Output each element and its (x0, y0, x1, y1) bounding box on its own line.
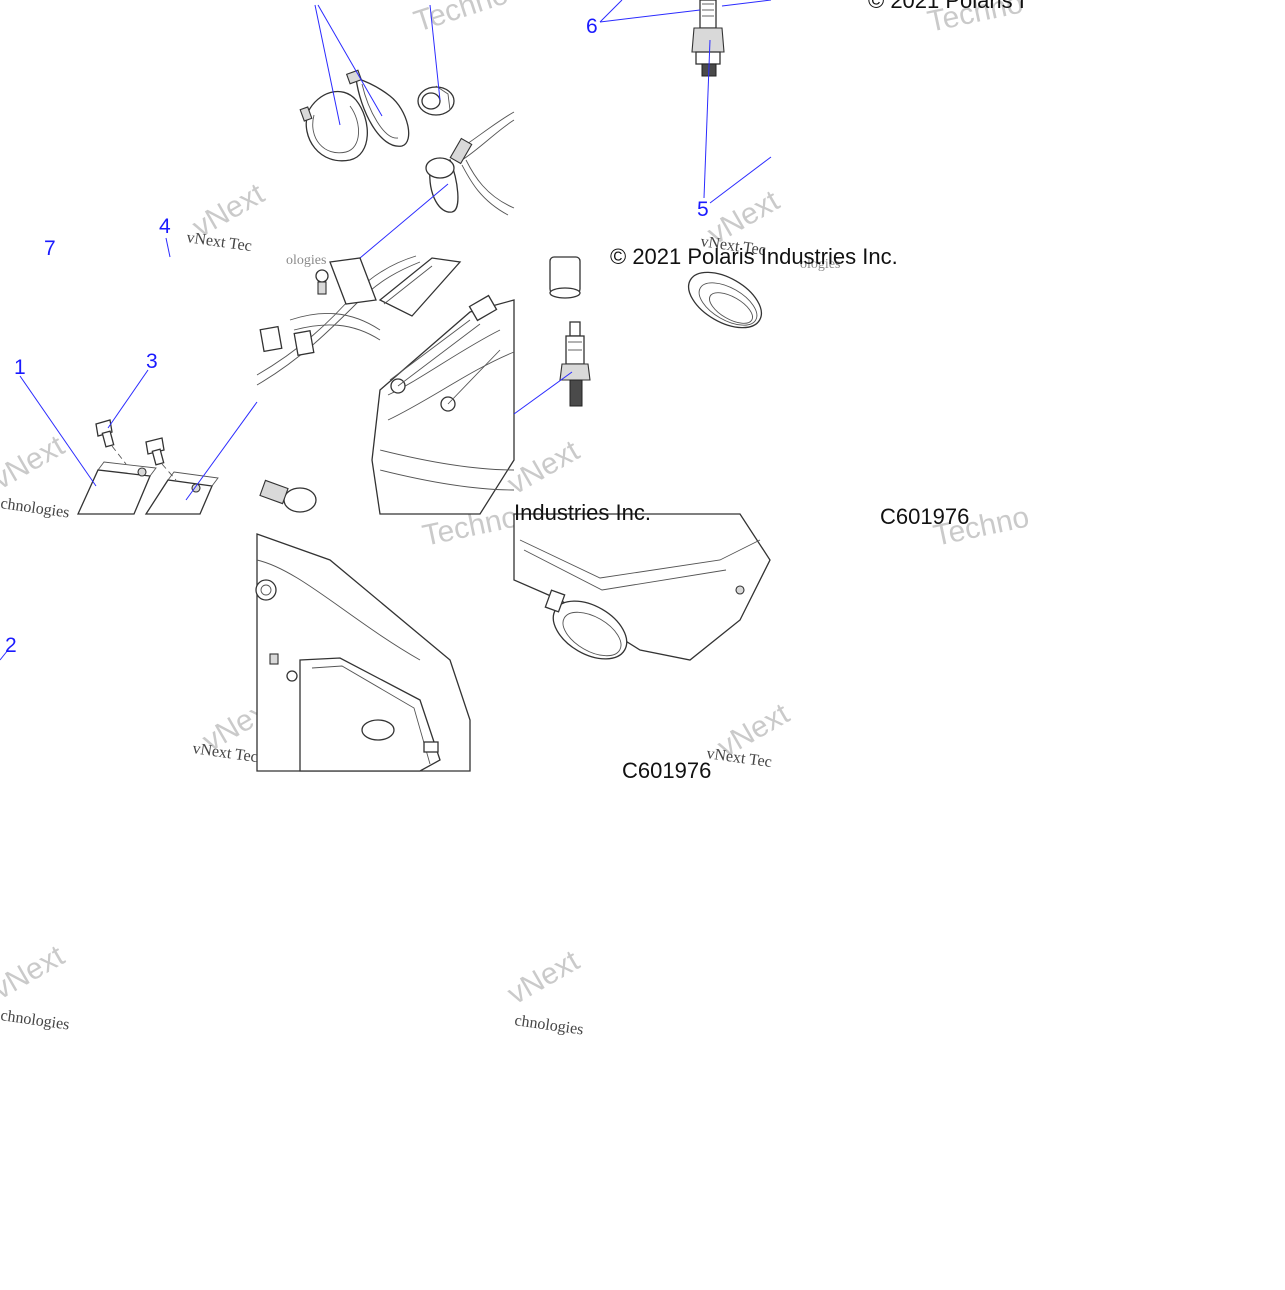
watermark-text: vNext Tec (705, 745, 772, 771)
cable-ties (299, 69, 410, 162)
leader-line (599, 0, 623, 23)
cylinder-head-top (371, 294, 515, 515)
cylinder-head-cover (255, 533, 471, 772)
leader-line (317, 4, 383, 117)
figure-code: C601976 (880, 504, 969, 529)
sensor-top (691, 0, 725, 77)
leader-line (185, 401, 258, 501)
wiring-harness (256, 255, 462, 386)
watermark-text: vNext Tec (185, 229, 252, 255)
figure-code: C601976 (622, 758, 711, 783)
leader-line (721, 0, 772, 7)
watermark-text: chnologies (513, 1012, 584, 1038)
leader-line (703, 39, 711, 199)
leader-line (429, 4, 441, 101)
callout-5: 5 (697, 198, 709, 221)
watermark-brand: Techno (410, 0, 512, 39)
watermark-text: chnologies (0, 495, 70, 521)
leader-line (709, 156, 772, 204)
leader-line (107, 369, 149, 429)
callout-7: 7 (44, 237, 56, 260)
watermark-text: ologies (286, 253, 326, 268)
leader-line (165, 237, 171, 258)
callout-6: 6 (586, 15, 598, 38)
callout-4: 4 (159, 215, 171, 238)
watermark-text: chnologies (0, 1007, 70, 1033)
hose-clamp (417, 85, 455, 116)
leader-line (513, 371, 573, 415)
leader-line (314, 4, 341, 126)
spark-plug (549, 256, 591, 407)
callout-1: 1 (14, 356, 26, 379)
callout-3: 3 (146, 350, 158, 373)
copyright-notice: © 2021 Polaris Industries Inc. (610, 244, 898, 269)
watermark-brand-alt: vNext (0, 939, 70, 1006)
coil-bolts (95, 419, 177, 481)
exhaust-head (513, 513, 771, 661)
copyright-notice: Industries Inc. (514, 500, 651, 525)
ignition-coils (76, 461, 219, 515)
leader-line (19, 375, 97, 487)
sensor-bottom-left (259, 479, 317, 513)
watermark-brand-alt: vNext (0, 429, 70, 496)
callout-2: 2 (5, 634, 17, 657)
leader-line (599, 9, 701, 23)
exhaust-port-ring-top (688, 271, 762, 329)
watermark-text: vNext Tec (191, 740, 258, 766)
leader-line (0, 649, 9, 661)
breather-hose (425, 111, 515, 216)
leader-line (359, 183, 449, 259)
watermark-brand-alt: vNext (502, 944, 585, 1011)
watermark-text: ologies (800, 257, 840, 272)
copyright-notice: © 2021 Polaris I (868, 0, 1025, 13)
